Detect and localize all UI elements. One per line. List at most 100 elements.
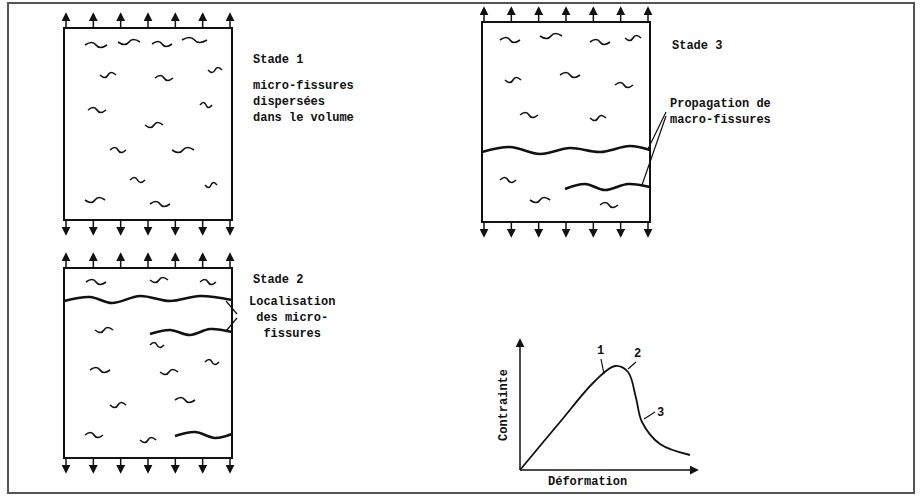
- load-arrow: [147, 458, 149, 472]
- load-arrow: [229, 220, 231, 234]
- load-arrow: [511, 8, 513, 22]
- micro-crack: [145, 123, 163, 128]
- load-arrow: [593, 222, 595, 236]
- load-arrow: [647, 8, 649, 22]
- load-arrow: [175, 458, 177, 472]
- micro-crack: [152, 42, 172, 47]
- load-arrow: [147, 14, 149, 28]
- micro-crack: [140, 438, 156, 443]
- specimen: [64, 14, 232, 234]
- micro-crack: [615, 83, 633, 88]
- load-arrow: [202, 14, 204, 28]
- micro-crack: [110, 148, 126, 153]
- curve-point-number: 3: [657, 405, 664, 421]
- micro-crack: [150, 278, 168, 283]
- load-arrow: [620, 222, 622, 236]
- micro-crack: [205, 360, 219, 365]
- micro-crack: [88, 108, 106, 113]
- micro-crack: [90, 368, 110, 373]
- stage-title: Stade 3: [672, 38, 722, 54]
- load-arrow: [93, 458, 95, 472]
- micro-crack: [130, 178, 145, 183]
- curve-point-number: 1: [597, 343, 604, 359]
- micro-crack: [600, 203, 618, 208]
- micro-crack: [85, 43, 107, 48]
- load-arrow: [120, 254, 122, 268]
- load-arrow: [175, 220, 177, 234]
- micro-crack: [182, 38, 207, 43]
- micro-crack: [205, 183, 217, 188]
- load-arrow: [120, 458, 122, 472]
- load-arrow: [120, 14, 122, 28]
- stress-axis: [519, 340, 521, 470]
- micro-crack: [85, 198, 105, 203]
- load-arrow: [147, 220, 149, 234]
- leader-line: [601, 359, 604, 374]
- micro-crack: [540, 34, 562, 39]
- macro-crack: [150, 329, 232, 335]
- macro-crack: [64, 296, 232, 303]
- micro-crack: [160, 370, 178, 375]
- micro-crack: [200, 103, 212, 108]
- micro-crack: [110, 403, 126, 408]
- load-arrow: [229, 254, 231, 268]
- load-arrow: [565, 222, 567, 236]
- leader-line: [642, 116, 666, 185]
- load-arrow: [565, 8, 567, 22]
- specimen-outline: [482, 22, 650, 222]
- load-arrow: [511, 222, 513, 236]
- stage-description: Localisation des micro-fissures: [240, 294, 344, 342]
- micro-crack: [86, 280, 106, 285]
- micro-crack: [590, 40, 610, 45]
- load-arrow: [202, 458, 204, 472]
- load-arrow: [175, 254, 177, 268]
- macro-crack: [565, 184, 650, 190]
- load-arrow: [65, 220, 67, 234]
- load-arrow: [65, 458, 67, 472]
- micro-crack: [505, 78, 521, 83]
- load-arrow: [538, 8, 540, 22]
- frame: [8, 3, 914, 493]
- load-arrow: [202, 220, 204, 234]
- load-arrow: [93, 14, 95, 28]
- load-arrow: [538, 222, 540, 236]
- load-arrow: [229, 458, 231, 472]
- load-arrow: [647, 222, 649, 236]
- micro-crack: [560, 73, 580, 78]
- strain-axis: [520, 469, 697, 471]
- micro-crack: [175, 398, 195, 403]
- micro-crack: [530, 198, 550, 203]
- macro-crack: [175, 432, 232, 438]
- micro-crack: [208, 68, 222, 73]
- load-arrow: [93, 220, 95, 234]
- stage-title: Stade 2: [253, 272, 303, 288]
- load-arrow: [65, 14, 67, 28]
- specimen: [482, 8, 650, 236]
- micro-crack: [625, 36, 641, 41]
- stage-description: micro-fissures dispersées dans le volume: [253, 78, 357, 126]
- load-arrow: [620, 8, 622, 22]
- micro-crack: [500, 38, 520, 43]
- micro-crack: [500, 178, 516, 183]
- load-arrow: [93, 254, 95, 268]
- load-arrow: [65, 254, 67, 268]
- load-arrow: [593, 8, 595, 22]
- specimen-outline: [64, 28, 232, 220]
- load-arrow: [175, 14, 177, 28]
- micro-crack: [150, 202, 170, 207]
- leader-line: [644, 412, 655, 419]
- specimen-outline: [64, 268, 232, 458]
- micro-crack: [95, 328, 113, 333]
- stage-description: Propagation de macro-fissures: [670, 96, 796, 128]
- leader-line: [628, 362, 636, 369]
- stage-title: Stade 1: [253, 52, 303, 68]
- micro-crack: [172, 148, 194, 153]
- load-arrow: [147, 254, 149, 268]
- axis-label: Déformation: [548, 474, 627, 490]
- stress-strain-curve: [520, 366, 690, 470]
- load-arrow: [483, 222, 485, 236]
- micro-crack: [100, 73, 116, 78]
- load-arrow: [202, 254, 204, 268]
